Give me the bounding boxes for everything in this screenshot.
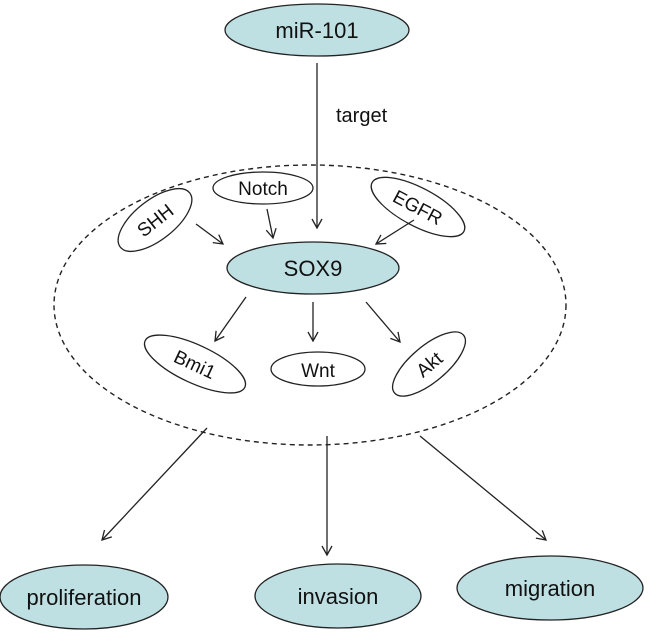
- node-shh[interactable]: SHH: [108, 177, 202, 263]
- node-akt[interactable]: Akt: [383, 321, 475, 406]
- edge-notch-sox9: [265, 208, 277, 240]
- edge-sox9-bmi1: [214, 296, 247, 343]
- node-bmi1[interactable]: Bmi1: [137, 324, 253, 405]
- edge-egfr-sox9: [374, 219, 415, 245]
- node-mir-101-label: miR-101: [275, 18, 358, 43]
- edge-cluster-proliferation: [101, 427, 208, 541]
- sox9-cluster-boundary: [53, 164, 567, 446]
- node-invasion[interactable]: invasion: [254, 563, 422, 629]
- edge-sox9-akt: [365, 301, 401, 344]
- node-notch-label: Notch: [238, 179, 288, 200]
- node-sox9[interactable]: SOX9: [226, 241, 400, 295]
- node-migration[interactable]: migration: [456, 555, 644, 621]
- edge-shh-sox9: [195, 223, 225, 245]
- node-migration-label: migration: [505, 576, 595, 601]
- edge-label-target: target: [336, 105, 388, 127]
- node-invasion-label: invasion: [298, 584, 379, 609]
- node-mir-101[interactable]: miR-101: [224, 3, 410, 57]
- node-notch[interactable]: Notch: [212, 171, 314, 205]
- node-proliferation[interactable]: proliferation: [0, 564, 169, 630]
- edge-cluster-migration: [419, 435, 548, 541]
- node-sox9-label: SOX9: [284, 256, 343, 281]
- node-egfr[interactable]: EGFR: [363, 166, 473, 248]
- node-proliferation-label: proliferation: [27, 585, 142, 610]
- node-wnt[interactable]: Wnt: [270, 351, 366, 387]
- node-wnt-label: Wnt: [301, 361, 336, 382]
